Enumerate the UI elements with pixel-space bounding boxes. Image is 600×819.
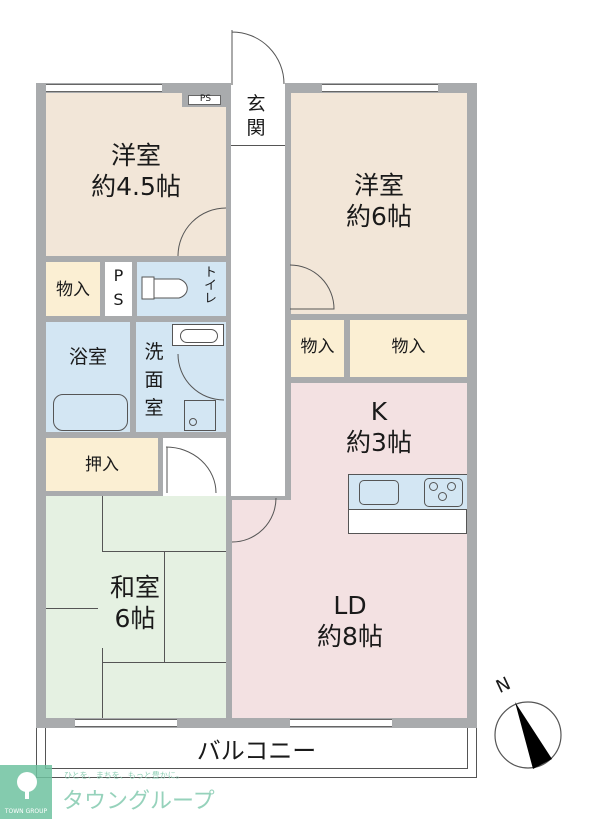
kitchen-sink-icon — [359, 480, 399, 505]
room-name: 洋室 — [353, 171, 404, 200]
wall-w6-bottom — [285, 314, 467, 320]
wall-w45-right — [226, 93, 231, 258]
balcony-label: バルコニー — [196, 737, 317, 765]
ps-mid-label: P S — [113, 266, 124, 309]
toilet-icon — [141, 276, 188, 300]
door-swing-w45 — [177, 207, 227, 257]
wall-hall-lower — [285, 383, 291, 500]
ld-extension — [232, 500, 292, 718]
room-name: 洋室 — [110, 141, 161, 170]
door-swing-entrance — [231, 30, 285, 85]
toilet-label: トイレ — [201, 265, 216, 304]
entrance — [231, 93, 285, 146]
storage-label-right-1: 物入 — [300, 337, 335, 357]
wall-toilet-right — [226, 258, 231, 500]
balcony — [36, 728, 477, 778]
door-swing-japanese — [165, 446, 217, 494]
room-label-japanese: 和室 6帖 — [60, 572, 210, 635]
entrance-label: 玄関 — [246, 93, 266, 139]
outer-wall-bottom — [36, 718, 477, 728]
room-size: 約4.5帖 — [91, 172, 181, 202]
closet-label: 押入 — [85, 455, 119, 475]
compass-label: N — [492, 673, 514, 698]
room-label-ld: LD 約8帖 — [260, 590, 440, 653]
room-label-kitchen: K 約3帖 — [291, 396, 467, 459]
wall-ps-right — [132, 262, 137, 316]
sink-icon — [172, 324, 224, 346]
storage-label-left: 物入 — [56, 280, 90, 300]
door-swing-washroom — [177, 353, 225, 401]
wall-closet-bottom — [46, 491, 163, 496]
wall-hall-bottom — [226, 496, 291, 500]
closet — [46, 438, 158, 491]
window-top-left — [46, 84, 162, 92]
compass-north-arrow-icon — [494, 701, 562, 769]
room-western-6 — [291, 93, 467, 315]
wall-sl-right — [100, 262, 105, 316]
room-size: 約8帖 — [317, 622, 383, 652]
brand-name: タウングループ — [62, 789, 215, 814]
storage-right-1 — [291, 320, 344, 377]
wall-w45-bottom — [46, 256, 231, 262]
storage-left — [46, 262, 100, 316]
room-size: 約6帖 — [346, 202, 412, 232]
wall-storage-divider — [344, 320, 350, 377]
washroom-label: 洗面室 — [144, 341, 164, 419]
brand-tagline: ひとを、まちを、もっと豊かに。 — [64, 771, 184, 780]
window-bottom-left — [75, 719, 177, 727]
room-label-western-4-5: 洋室 約4.5帖 — [46, 140, 226, 203]
ps-box — [188, 95, 221, 105]
brand-logo: TOWN GROUP — [0, 765, 52, 819]
room-size: 6帖 — [114, 604, 156, 634]
room-label-western-6: 洋室 約6帖 — [291, 170, 467, 233]
wall-closet-right — [158, 438, 163, 496]
wall-row2-bottom — [46, 316, 231, 322]
hallway — [231, 146, 285, 496]
outer-wall-left — [36, 83, 46, 728]
ps-label: PS — [199, 94, 212, 104]
kitchen-counter — [348, 474, 467, 534]
bathtub-icon — [53, 394, 128, 431]
door-swing-ld — [231, 497, 277, 543]
bathroom-label: 浴室 — [68, 346, 107, 368]
window-bottom-right — [290, 719, 392, 727]
room-western-4-5 — [46, 93, 226, 258]
room-size: 約3帖 — [346, 428, 412, 458]
window-top-right — [322, 84, 438, 92]
room-name: 和室 — [109, 573, 160, 602]
brand-en: TOWN GROUP — [4, 808, 48, 815]
washer-pan-icon — [184, 400, 216, 431]
ps-mid — [105, 262, 132, 316]
outer-wall-right — [467, 83, 477, 728]
room-name: LD — [333, 591, 367, 620]
door-swing-w6 — [289, 264, 335, 310]
wall-storage-bottom — [285, 377, 467, 383]
storage-label-right-2: 物入 — [391, 337, 426, 357]
kitchen-ld — [291, 383, 467, 718]
wall-wet-bottom — [46, 432, 231, 438]
stove-icon — [424, 478, 463, 507]
tree-icon — [17, 772, 37, 799]
wall-japanese-right — [226, 496, 232, 718]
storage-right-2 — [350, 320, 467, 377]
wall-bath-right — [130, 322, 136, 432]
room-name: K — [370, 397, 388, 426]
japanese-room — [46, 496, 226, 718]
wall-w6-left — [285, 93, 291, 383]
town-group-watermark: TOWN GROUP ひとを、まちを、もっと豊かに。 タウングループ — [0, 765, 220, 819]
